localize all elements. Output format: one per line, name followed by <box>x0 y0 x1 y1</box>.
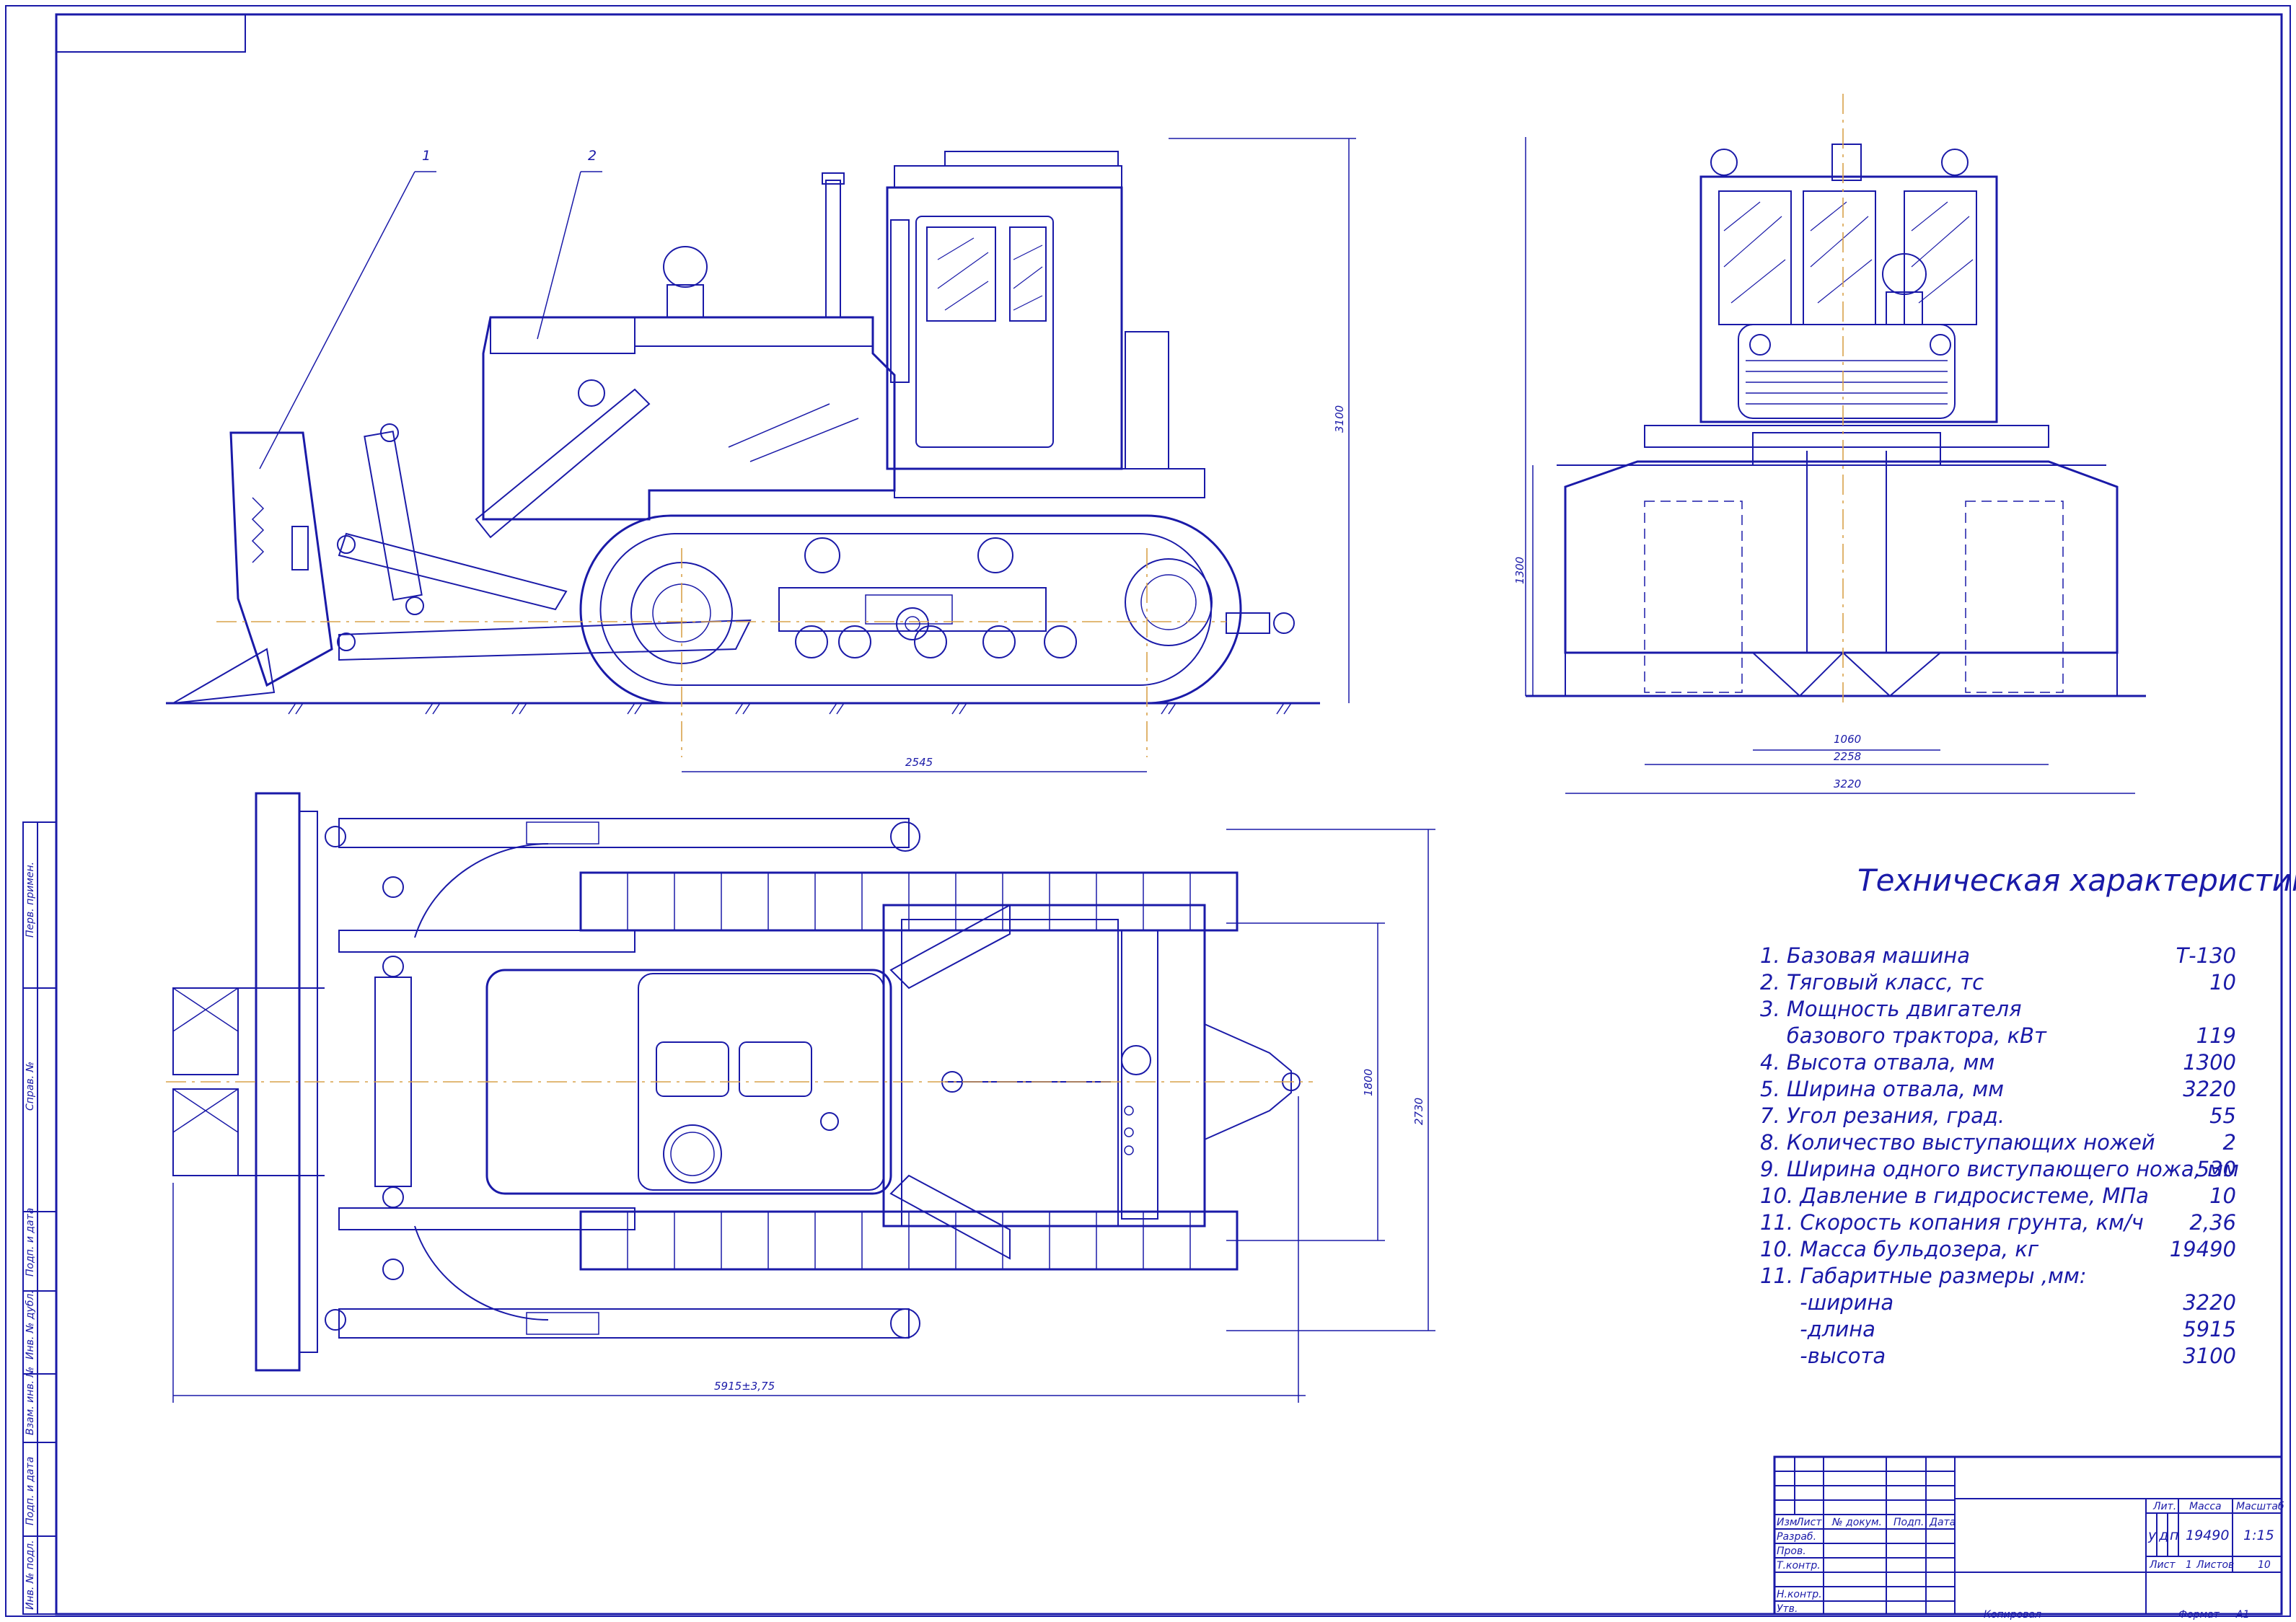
tb-scale-value: 1:15 <box>2243 1528 2274 1543</box>
spec-row-value-14: 5915 <box>2183 1317 2236 1341</box>
dim-base-2545: 2545 <box>905 756 933 769</box>
spec-row-value-6: 55 <box>2209 1103 2236 1128</box>
tb-sheet-num: 1 <box>2186 1559 2192 1571</box>
tb-hdr-doc: № докум. <box>1831 1517 1882 1528</box>
spec-row-label-14: -длина <box>1760 1317 1875 1341</box>
spec-table: Техническая характеристика 1. Базовая ма… <box>1760 863 2296 1368</box>
spec-row-value-3: 119 <box>2196 1023 2236 1048</box>
spec-row-label-15: -высота <box>1760 1344 1886 1368</box>
stamp-podp-data-2: Подп. и дата <box>25 1457 36 1525</box>
dim-plan-2730: 2730 <box>1412 1098 1425 1125</box>
spec-row-label-4: 4. Высота отвала, мм <box>1760 1050 1994 1075</box>
spec-row-label-7: 8. Количество выступающих ножей <box>1760 1130 2155 1155</box>
spec-row-label-6: 7. Угол резания, град. <box>1760 1103 2005 1128</box>
tb-razrab: Разраб. <box>1777 1531 1816 1543</box>
dim-front-1060: 1060 <box>1834 733 1861 746</box>
callout-2: 2 <box>588 148 597 164</box>
tb-utv: Утв. <box>1777 1603 1798 1615</box>
tb-sheets-label: Листов <box>2196 1559 2234 1571</box>
dim-plan-length: 5915±3,75 <box>714 1380 775 1393</box>
tb-masshtab: Масштаб <box>2236 1501 2284 1512</box>
top-stamp-box <box>56 14 246 53</box>
tb-lit: Лит. <box>2152 1501 2176 1512</box>
side-stamp: Перв. примен. Справ. № Подп. и дата Инв.… <box>22 821 57 1615</box>
tb-copied: Копировал <box>1984 1609 2041 1621</box>
spec-row-value-5: 3220 <box>2183 1077 2236 1101</box>
tb-massa: Масса <box>2189 1501 2222 1512</box>
tb-sheet-label: Лист <box>2149 1559 2176 1571</box>
spec-row-value-0: Т-130 <box>2176 943 2236 968</box>
tb-lit-d: д <box>2158 1528 2168 1543</box>
spec-row-label-5: 5. Ширина отвала, мм <box>1760 1077 2004 1101</box>
spec-row-value-13: 3220 <box>2183 1290 2236 1315</box>
spec-row-label-10: 11. Скорость копания грунта, км/ч <box>1760 1210 2144 1235</box>
spec-row-label-1: 2. Тяговый класс, тс <box>1760 970 1984 995</box>
spec-row-label-13: -ширина <box>1760 1290 1893 1315</box>
tb-sheets-num: 10 <box>2258 1559 2271 1571</box>
spec-row-value-11: 19490 <box>2170 1237 2236 1261</box>
spec-row-value-8: 530 <box>2196 1157 2236 1181</box>
inner-frame <box>55 13 2283 1616</box>
tb-nkontr: Н.контр. <box>1777 1589 1822 1600</box>
spec-row-value-7: 2 <box>2223 1130 2236 1155</box>
tb-hdr-izm: Изм <box>1777 1517 1798 1528</box>
spec-row-value-15: 3100 <box>2183 1344 2236 1368</box>
spec-row-label-12: 11. Габаритные размеры ,мм: <box>1760 1264 2087 1288</box>
title-block: Изм Лист № докум. Подп. Дата Разраб. Про… <box>1773 1455 2284 1621</box>
spec-row-value-4: 1300 <box>2183 1050 2236 1075</box>
tb-format-label: Формат <box>2178 1609 2220 1621</box>
spec-row-value-9: 10 <box>2209 1184 2236 1208</box>
spec-row-label-8: 9. Ширина одного виступающего ножа, мм <box>1760 1157 2239 1181</box>
dim-front-2258: 2258 <box>1834 750 1861 763</box>
spec-row-value-10: 2,36 <box>2189 1210 2236 1235</box>
outer-border <box>5 5 2291 1617</box>
tb-hdr-data: Дата <box>1929 1517 1956 1528</box>
stamp-inv-podl: Инв. № подл. <box>25 1540 36 1610</box>
spec-title: Техническая характеристика <box>1857 863 2296 898</box>
spec-row-label-11: 10. Масса бульдозера, кг <box>1760 1237 2039 1261</box>
tb-hdr-list: Лист <box>1795 1517 1822 1528</box>
tb-mass-value: 19490 <box>2186 1528 2229 1543</box>
dim-height-3100: 3100 <box>1333 405 1346 433</box>
tb-format-value: А1 <box>2235 1609 2249 1621</box>
tb-prov: Пров. <box>1777 1546 1806 1557</box>
spec-row-value-1: 10 <box>2209 970 2236 995</box>
tb-lit-u: у <box>2147 1528 2157 1543</box>
spec-row-label-3: базового трактора, кВт <box>1760 1023 2047 1048</box>
stamp-inv-dubl: Инв. № дубл. <box>25 1290 36 1359</box>
dim-plan-1800: 1800 <box>1362 1069 1375 1096</box>
stamp-podp-data-1: Подп. и дата <box>25 1208 36 1277</box>
stamp-perv-primen: Перв. примен. <box>25 862 36 938</box>
stamp-vzam-inv: Взам. инв. № <box>25 1367 36 1435</box>
tb-tkontr: Т.контр. <box>1777 1560 1821 1572</box>
spec-row-label-0: 1. Базовая машина <box>1760 943 1970 968</box>
front-view: 1300 1060 2258 3220 <box>1513 94 2146 794</box>
spec-row-label-2: 3. Мощность двигателя <box>1760 997 2022 1021</box>
plan-view: 2730 1800 5915±3,75 <box>166 792 1435 1403</box>
tb-hdr-podp: Подп. <box>1893 1517 1924 1528</box>
side-view: 1 2 3100 2545 <box>166 138 1356 772</box>
dim-blade-height-1300: 1300 <box>1513 557 1526 584</box>
dim-front-3220: 3220 <box>1834 777 1861 790</box>
stamp-sprav: Справ. № <box>25 1062 36 1111</box>
spec-row-label-9: 10. Давление в гидросистеме, МПа <box>1760 1184 2149 1208</box>
callout-1: 1 <box>422 148 431 164</box>
tb-lit-p: п <box>2170 1528 2178 1543</box>
